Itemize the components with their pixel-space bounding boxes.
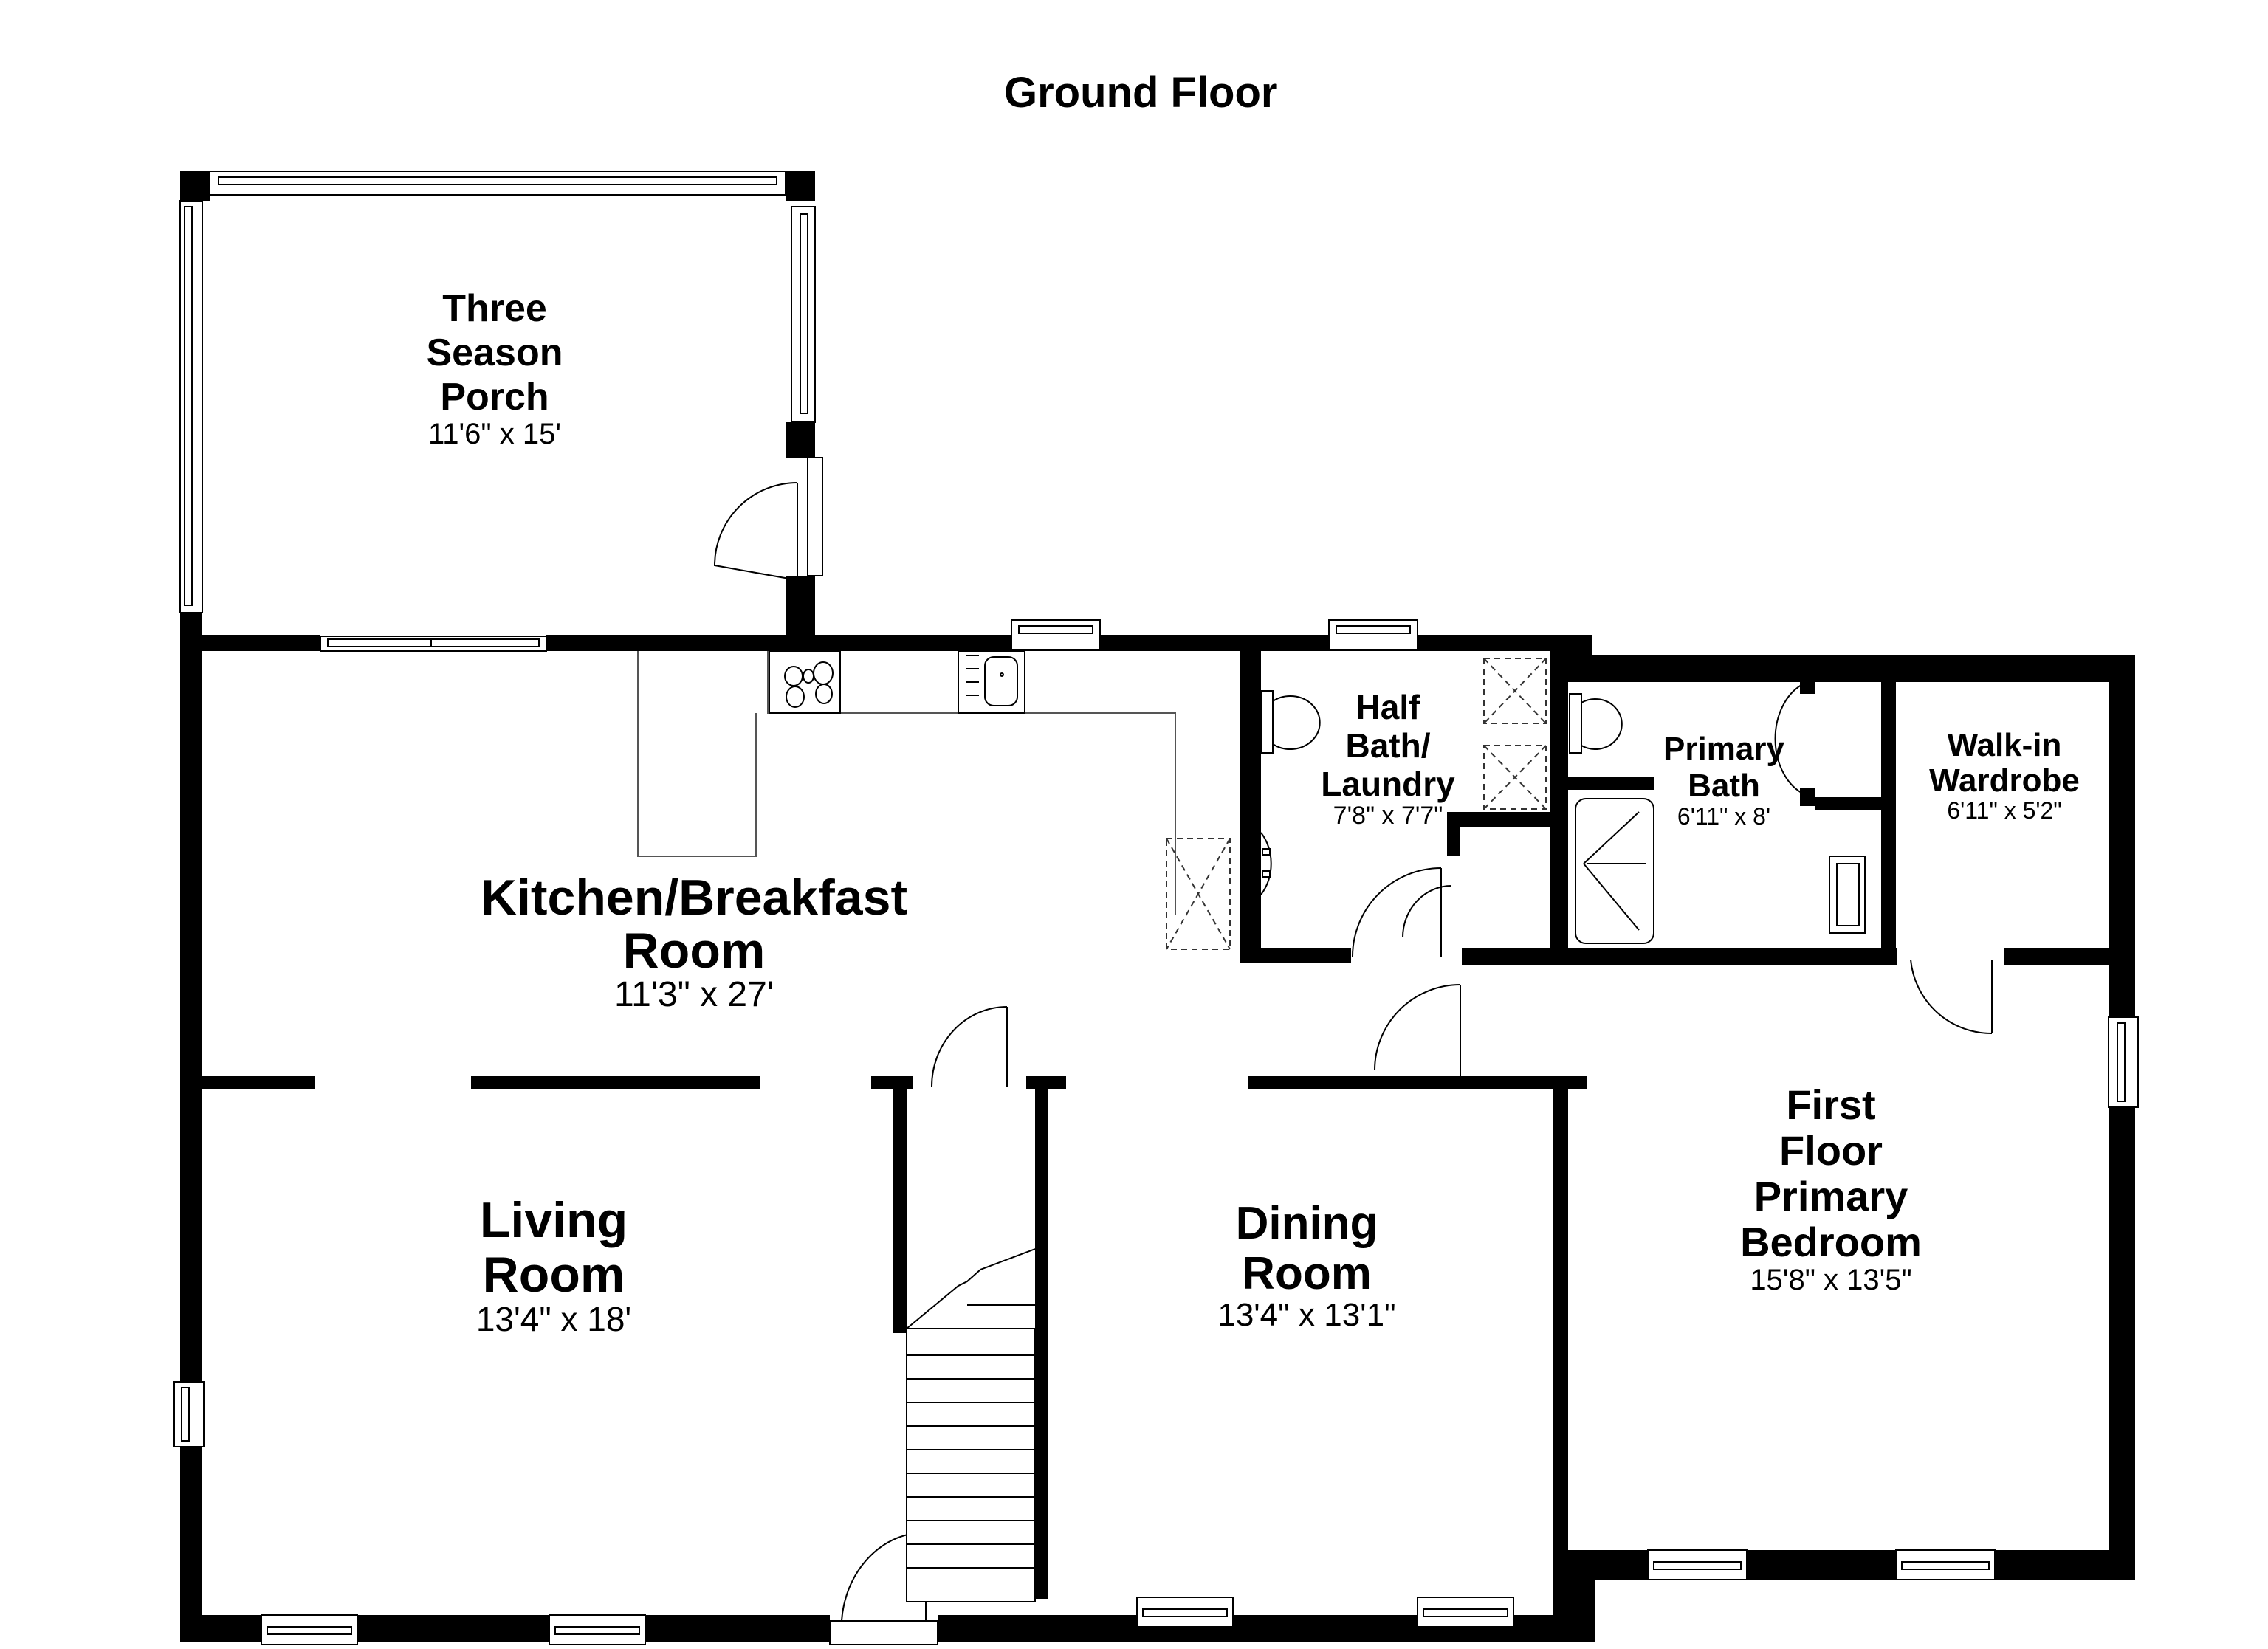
kitchen-window bbox=[1011, 619, 1101, 650]
porch-window-top bbox=[209, 171, 786, 196]
room-name: Three Season Porch bbox=[426, 287, 563, 419]
half-bath-window bbox=[1328, 619, 1418, 650]
hall-door[interactable] bbox=[1374, 984, 1461, 1076]
room-label-living: Living Room 13'4" x 18' bbox=[428, 1193, 679, 1336]
refrigerator-icon bbox=[1166, 838, 1231, 950]
room-name: Dining Room bbox=[1235, 1198, 1378, 1299]
bedroom-window-bottom-2 bbox=[1895, 1549, 1996, 1580]
living-window-bottom-2 bbox=[549, 1614, 646, 1645]
room-dimensions: 7'8" x 7'7" bbox=[1333, 802, 1443, 830]
bedroom-window-bottom-1 bbox=[1647, 1549, 1748, 1580]
room-label-bedroom: First Floor Primary Bedroom 15'8" x 13'5… bbox=[1713, 1082, 1949, 1295]
floor-title: Ground Floor bbox=[1004, 69, 1278, 117]
dining-window-bottom-1 bbox=[1136, 1597, 1234, 1628]
porch-window-left bbox=[179, 200, 203, 613]
room-dimensions: 6'11" x 5'2" bbox=[1947, 797, 2062, 824]
room-name: First Floor Primary Bedroom bbox=[1740, 1081, 1922, 1265]
room-name: Primary Bath bbox=[1663, 731, 1784, 804]
half-bath-sink-icon bbox=[1260, 832, 1272, 895]
dining-window-bottom-2 bbox=[1417, 1597, 1514, 1628]
room-name: Kitchen/Breakfast Room bbox=[480, 870, 908, 979]
room-label-half-bath: Half Bath/ Laundry 7'8" x 7'7" bbox=[1299, 688, 1477, 828]
toilet-icon bbox=[1260, 690, 1321, 754]
washer-icon bbox=[1483, 658, 1547, 724]
room-dimensions: 13'4" x 13'1" bbox=[1217, 1297, 1396, 1333]
primary-toilet-icon bbox=[1569, 693, 1623, 754]
room-dimensions: 11'3" x 27' bbox=[614, 975, 774, 1014]
room-dimensions: 15'8" x 13'5" bbox=[1750, 1264, 1912, 1296]
room-name: Half Bath/ Laundry bbox=[1321, 688, 1455, 803]
stove-icon bbox=[769, 650, 841, 714]
room-name: Walk-in Wardrobe bbox=[1929, 727, 2080, 799]
room-dimensions: 11'6" x 15' bbox=[428, 418, 561, 450]
half-bath-door[interactable] bbox=[1352, 867, 1442, 957]
kitchen-sliding-door[interactable] bbox=[320, 636, 547, 652]
room-dimensions: 6'11" x 8' bbox=[1677, 803, 1771, 830]
room-label-wardrobe: Walk-in Wardrobe 6'11" x 5'2" bbox=[1897, 727, 2111, 824]
porch-door[interactable] bbox=[713, 457, 823, 581]
living-window-bottom-1 bbox=[261, 1614, 358, 1645]
room-dimensions: 13'4" x 18' bbox=[475, 1300, 632, 1338]
shower-icon bbox=[1575, 798, 1654, 944]
dryer-icon bbox=[1483, 745, 1547, 810]
room-name: Living Room bbox=[479, 1192, 628, 1303]
room-label-porch: Three Season Porch 11'6" x 15' bbox=[384, 286, 605, 449]
closet-door[interactable] bbox=[1402, 885, 1452, 938]
porch-walls bbox=[180, 171, 815, 644]
porch-window-right bbox=[791, 206, 816, 423]
interior-walls bbox=[202, 644, 2122, 1615]
room-label-kitchen: Kitchen/Breakfast Room 11'3" x 27' bbox=[428, 871, 960, 1013]
room-label-dining: Dining Room 13'4" x 13'1" bbox=[1181, 1199, 1432, 1332]
room-label-primary-bath: Primary Bath 6'11" x 8' bbox=[1646, 731, 1801, 828]
stair-door[interactable] bbox=[931, 1006, 1008, 1087]
living-window-left bbox=[173, 1381, 205, 1447]
wardrobe-door[interactable] bbox=[1910, 959, 1993, 1035]
staircase[interactable] bbox=[906, 1248, 1036, 1602]
primary-sink-icon bbox=[1829, 856, 1866, 934]
primary-bath-door[interactable] bbox=[1774, 684, 1802, 793]
bedroom-window-right bbox=[2108, 1016, 2139, 1108]
kitchen-sink-icon bbox=[958, 650, 1025, 714]
